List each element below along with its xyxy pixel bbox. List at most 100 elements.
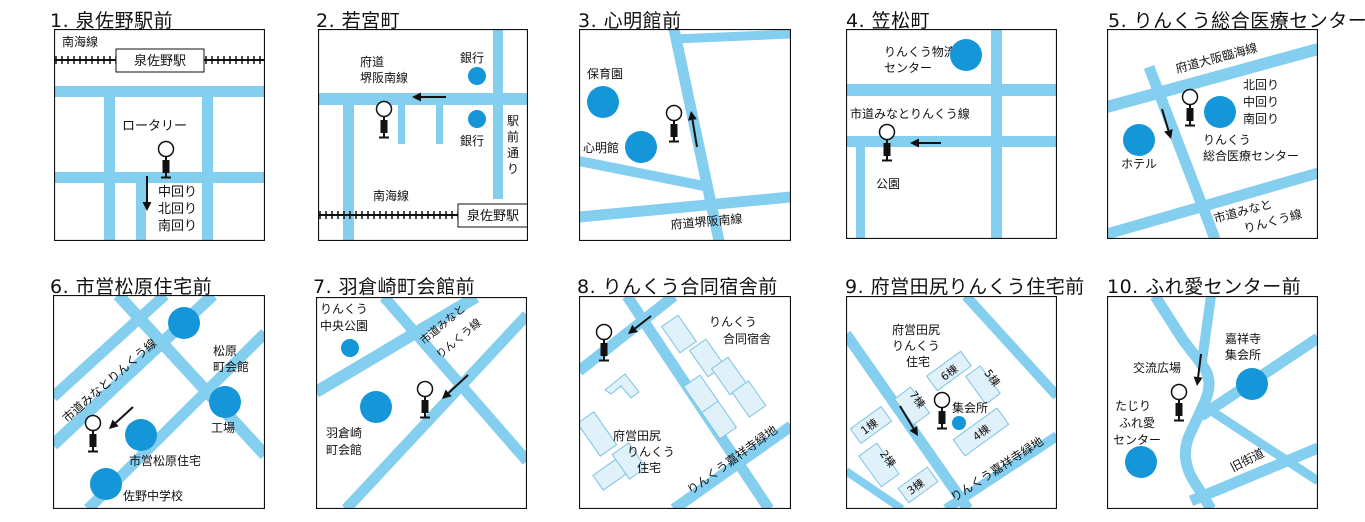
housing-label: 住宅: [637, 460, 661, 475]
temple-landmark-icon: [1236, 368, 1268, 400]
road-label: り: [507, 162, 519, 176]
route-label: 南回り: [158, 218, 197, 234]
nursery-label: 保育園: [587, 66, 623, 81]
direction-arrow-icon: [899, 405, 918, 436]
road-label: 通: [507, 146, 519, 160]
road-label: 府道堺阪南線: [670, 211, 743, 232]
meeting-label: 集会所: [952, 400, 988, 415]
map-frame: [318, 29, 528, 241]
rail-line-label: 南海線: [373, 188, 409, 203]
road: [316, 297, 480, 398]
hall-landmark-icon: [625, 131, 657, 163]
rail-track: [54, 56, 265, 64]
rotary-label: ロータリー: [122, 119, 187, 134]
bank-landmark-icon: [468, 67, 486, 85]
direction-arrow-icon: [1193, 353, 1203, 386]
dorm-label: りんくう: [709, 315, 757, 329]
housing-label: 府営田尻: [613, 428, 661, 443]
road: [104, 91, 115, 241]
road: [398, 99, 405, 144]
map-stop-9: 府営田尻 りんくう 住宅 6棟 7棟 5棟 1棟 2棟 4棟 3棟 集会所 りん…: [846, 296, 1057, 509]
center-label: ふれ愛: [1119, 416, 1155, 430]
stop-title: 3. 心明館前: [578, 10, 682, 32]
route-label: 南回り: [1243, 111, 1279, 126]
temple-label: 集会所: [1225, 347, 1261, 362]
stop-title: 5. りんくう総合医療センター: [1108, 10, 1365, 32]
park-landmark-icon: [341, 339, 359, 357]
road: [579, 156, 710, 192]
hospital-label: 総合医療センター: [1203, 148, 1299, 163]
road-label: りんくう嘉祥寺緑地: [684, 422, 780, 497]
road: [856, 141, 865, 239]
route-label: 中回り: [158, 185, 197, 200]
road: [991, 29, 1002, 239]
housing-label: 府営田尻: [892, 322, 940, 337]
map-frame: [316, 297, 527, 509]
factory-landmark-icon: [209, 386, 241, 418]
housing-label: りんくう: [892, 339, 940, 353]
map-frame: [846, 29, 1057, 239]
hall-label: 町会館: [326, 442, 362, 457]
road-label: 駅: [507, 114, 519, 128]
map-stop-8: りんくう 合同宿舎 府営田尻 りんくう 住宅 りんくう嘉祥寺緑地: [579, 296, 791, 509]
road: [343, 99, 354, 241]
logistics-landmark-icon: [950, 39, 982, 71]
map-frame: [579, 296, 791, 509]
factory-label: 工場: [211, 421, 235, 435]
park-label: 中央公園: [320, 318, 368, 333]
road: [136, 177, 146, 241]
hotel-label: ホテル: [1121, 157, 1157, 171]
dorm-label: 合同宿舎: [723, 331, 771, 346]
road: [579, 296, 678, 376]
hall-label: 松原: [213, 344, 237, 358]
building: [849, 350, 1010, 504]
direction-arrow-icon: [142, 176, 152, 211]
stop-title: 10. ふれ愛センター前: [1107, 276, 1302, 298]
center-landmark-icon: [1125, 446, 1157, 478]
route-label: 北回り: [158, 202, 197, 217]
road: [846, 136, 1057, 147]
route-label: 中回り: [1243, 94, 1279, 109]
road: [113, 295, 265, 460]
road-label: 府道: [360, 54, 384, 69]
temple-label: 嘉祥寺: [1225, 332, 1261, 346]
road: [846, 467, 905, 509]
road: [341, 311, 527, 509]
direction-arrow-icon: [910, 138, 941, 148]
hall-landmark-icon: [168, 307, 200, 339]
hall-landmark-icon: [360, 391, 392, 423]
station-label: 泉佐野駅: [467, 208, 519, 224]
hospital-label: りんくう: [1203, 133, 1251, 147]
bus-stop-icon: [933, 391, 951, 430]
map-frame: [1107, 29, 1318, 239]
housing-landmark-icon: [125, 419, 157, 451]
road: [846, 330, 973, 509]
direction-arrow-icon: [412, 92, 446, 102]
direction-arrow-icon: [628, 315, 652, 334]
map-stop-10: 交流広場 嘉祥寺 集会所 たじり ふれ愛 センター 旧街道: [1107, 296, 1318, 509]
park-label: 公園: [876, 177, 900, 191]
map-stop-2: 府道 堺阪南線 銀行 銀行 駅 前 通 り 南海線 泉佐野駅: [318, 29, 528, 241]
hospital-landmark-icon: [1204, 96, 1236, 128]
map-frame: [54, 29, 265, 241]
rail-line-label: 南海線: [62, 34, 98, 49]
road: [202, 91, 213, 241]
nursery-landmark-icon: [587, 86, 619, 118]
stop-title: 1. 泉佐野駅前: [50, 10, 174, 32]
housing-label: 住宅: [906, 354, 930, 369]
road-label: 前: [507, 129, 519, 144]
road: [1107, 167, 1318, 239]
bus-stop-icon: [84, 414, 102, 453]
stop-title: 2. 若宮町: [316, 10, 401, 32]
station-box: [457, 203, 528, 228]
map-frame: [579, 29, 791, 241]
road: [943, 431, 1057, 509]
map-frame: [53, 295, 265, 509]
direction-arrow-icon: [1161, 108, 1173, 139]
map-stop-7: りんくう 中央公園 市道みなと りんくう線 羽倉崎 町会館: [316, 297, 527, 509]
road: [1107, 43, 1318, 113]
road: [379, 297, 527, 465]
road: [1150, 296, 1216, 509]
map-stop-1: 南海線 泉佐野駅 ロータリー 中回り 北回り 南回り: [54, 29, 265, 241]
hotel-landmark-icon: [1123, 124, 1155, 156]
